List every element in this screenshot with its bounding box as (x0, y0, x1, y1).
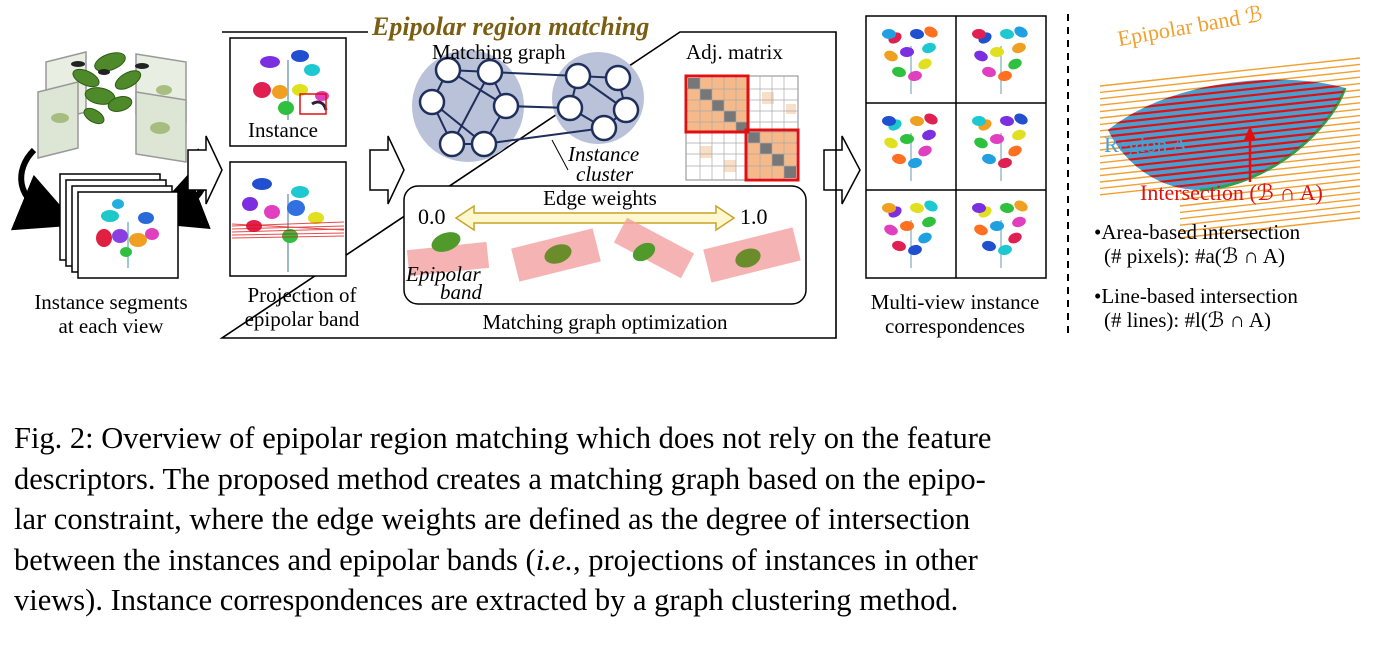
overview-figure: Instance segments at each view Instance … (10, 1, 1361, 339)
matching-graph-label: Matching graph (432, 40, 566, 64)
curved-arrow-left (10, 147, 78, 231)
edge-weight-max: 1.0 (740, 204, 768, 229)
figure-graphics (10, 14, 1361, 339)
camera-views-illustration (37, 51, 187, 163)
multiview-label-line2: correspondences (885, 314, 1025, 338)
bullet1-line2: (# pixels): #a(ℬ ∩ A) (1104, 244, 1285, 268)
flow-arrows (187, 135, 861, 205)
epipolar-intersection-illustration (1099, 57, 1361, 239)
caption-line-1: Fig. 2: Overview of epipolar region matc… (14, 421, 992, 455)
bullet1-line1: •Area-based intersection (1094, 220, 1301, 244)
epipolar-band-line2: band (440, 280, 482, 304)
matching-graph (412, 50, 644, 171)
projection-view-plant (231, 178, 345, 272)
figure-caption: Fig. 2: Overview of epipolar region matc… (14, 418, 1388, 621)
segment-frames-stack (59, 173, 179, 279)
caption-line-2: descriptors. The proposed method creates… (14, 461, 986, 496)
instance-view-plant (253, 50, 329, 120)
projection-label-line1: Projection of (247, 283, 357, 307)
optimization-label: Matching graph optimization (482, 310, 728, 334)
projection-label-line2: epipolar band (244, 307, 360, 331)
instance-cluster-line1: Instance (568, 142, 640, 166)
left-panel-label-line1: Instance segments (34, 290, 188, 314)
caption-line-4-ie: i.e. (535, 542, 573, 577)
edge-weights-label: Edge weights (543, 186, 657, 210)
adjacency-matrix (684, 74, 800, 182)
edge-weight-examples (406, 217, 801, 283)
caption-line-5: views). Instance correspondences are ext… (14, 583, 959, 617)
epipolar-band-line1: Epipolar (406, 262, 481, 286)
caption-line-3: lar constraint, where the edge weights a… (14, 502, 971, 536)
adj-matrix-label: Adj. matrix (686, 40, 783, 64)
bullet2-line2: (# lines): #l(ℬ ∩ A) (1104, 308, 1271, 332)
caption-line-4: between the instances and epipolar bands… (14, 540, 1388, 581)
caption-line-4-post: , projections of instances in other (572, 542, 978, 577)
multiview-label-line1: Multi-view instance (870, 290, 1040, 314)
edge-weight-arrow (454, 204, 736, 232)
matching-title: Epipolar region matching (372, 12, 650, 41)
caption-line-4-pre: between the instances and epipolar bands… (14, 542, 536, 577)
region-label: Region A (1104, 132, 1188, 157)
left-panel-label-line2: at each view (58, 314, 164, 338)
bullet2-line1: •Line-based intersection (1094, 284, 1298, 308)
multiview-plants (882, 26, 1028, 268)
instance-label: Instance (248, 118, 318, 142)
matching-box-border (219, 31, 837, 339)
instance-cluster-line2: cluster (576, 162, 634, 186)
edge-weight-min: 0.0 (418, 204, 446, 229)
intersection-label: Intersection (ℬ ∩ A) (1140, 180, 1323, 205)
